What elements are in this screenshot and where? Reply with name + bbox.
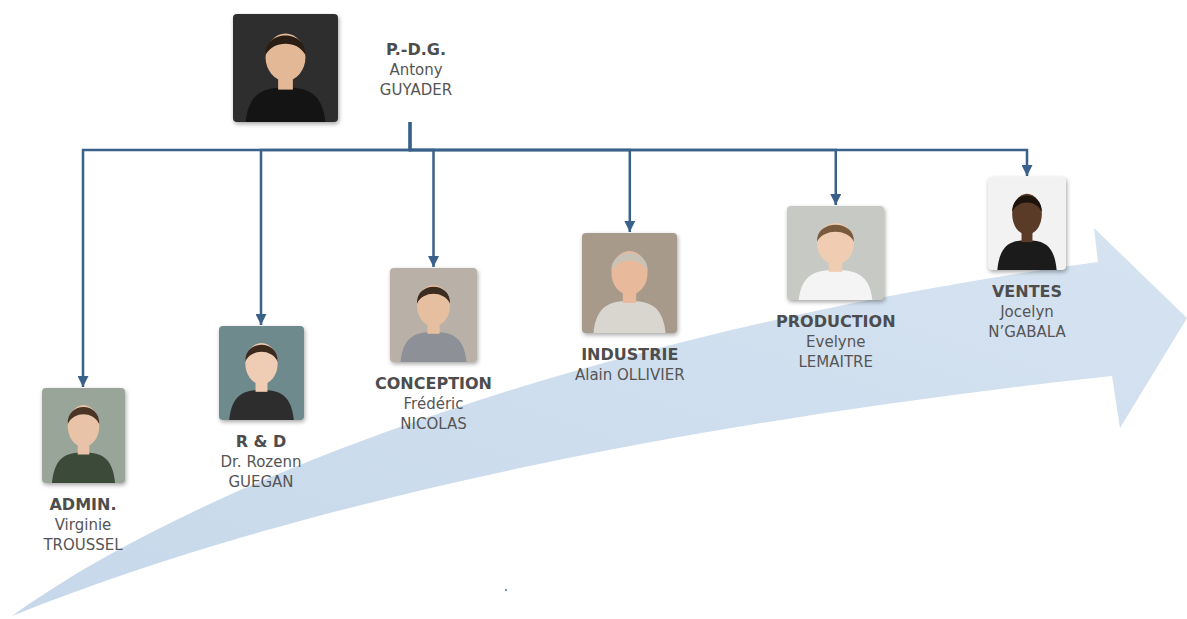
person-name: Dr. Rozenn GUEGAN bbox=[205, 452, 317, 492]
text-group: ADMIN.Virginie TROUSSEL bbox=[27, 495, 139, 555]
role-title: VENTES bbox=[971, 282, 1083, 302]
portrait-photo bbox=[988, 177, 1066, 270]
reporting-connector bbox=[410, 122, 434, 267]
portrait-photo bbox=[219, 326, 304, 420]
person-name: Jocelyn N’GABALA bbox=[971, 302, 1083, 342]
reporting-connector bbox=[410, 122, 630, 232]
text-group: CONCEPTIONFrédéric NICOLAS bbox=[375, 374, 492, 434]
reporting-connector bbox=[261, 122, 410, 325]
department-card: VENTESJocelyn N’GABALA bbox=[971, 177, 1083, 342]
role-title: INDUSTRIE bbox=[575, 345, 685, 365]
director-card: P.-D.G.Antony GUYADER bbox=[233, 14, 472, 122]
person-name: Alain OLLIVIER bbox=[575, 365, 685, 385]
department-card: R & DDr. Rozenn GUEGAN bbox=[205, 326, 317, 492]
role-title: P.-D.G. bbox=[360, 40, 472, 60]
role-title: ADMIN. bbox=[27, 495, 139, 515]
growth-arrow bbox=[12, 228, 1187, 616]
portrait-photo bbox=[233, 14, 338, 122]
person-name: Evelyne LEMAITRE bbox=[780, 332, 892, 372]
text-group: VENTESJocelyn N’GABALA bbox=[971, 282, 1083, 342]
role-title: PRODUCTION bbox=[776, 312, 896, 332]
department-card: CONCEPTIONFrédéric NICOLAS bbox=[375, 268, 492, 434]
person-name: Antony GUYADER bbox=[360, 60, 472, 100]
role-title: CONCEPTION bbox=[375, 374, 492, 394]
text-group: P.-D.G.Antony GUYADER bbox=[360, 40, 472, 100]
person-name: Frédéric NICOLAS bbox=[378, 394, 490, 434]
person-name: Virginie TROUSSEL bbox=[27, 515, 139, 555]
text-group: INDUSTRIEAlain OLLIVIER bbox=[575, 345, 685, 385]
role-title: R & D bbox=[205, 432, 317, 452]
portrait-photo bbox=[42, 388, 125, 483]
text-group: R & DDr. Rozenn GUEGAN bbox=[205, 432, 317, 492]
department-card: ADMIN.Virginie TROUSSEL bbox=[27, 388, 139, 555]
text-group: PRODUCTIONEvelyne LEMAITRE bbox=[776, 312, 896, 372]
portrait-photo bbox=[582, 233, 677, 333]
portrait-photo bbox=[390, 268, 477, 362]
reporting-connector bbox=[410, 122, 1027, 176]
department-card: INDUSTRIEAlain OLLIVIER bbox=[575, 233, 685, 385]
dot bbox=[505, 589, 507, 591]
reporting-connector bbox=[410, 122, 836, 205]
portrait-photo bbox=[787, 206, 884, 300]
department-card: PRODUCTIONEvelyne LEMAITRE bbox=[776, 206, 896, 372]
